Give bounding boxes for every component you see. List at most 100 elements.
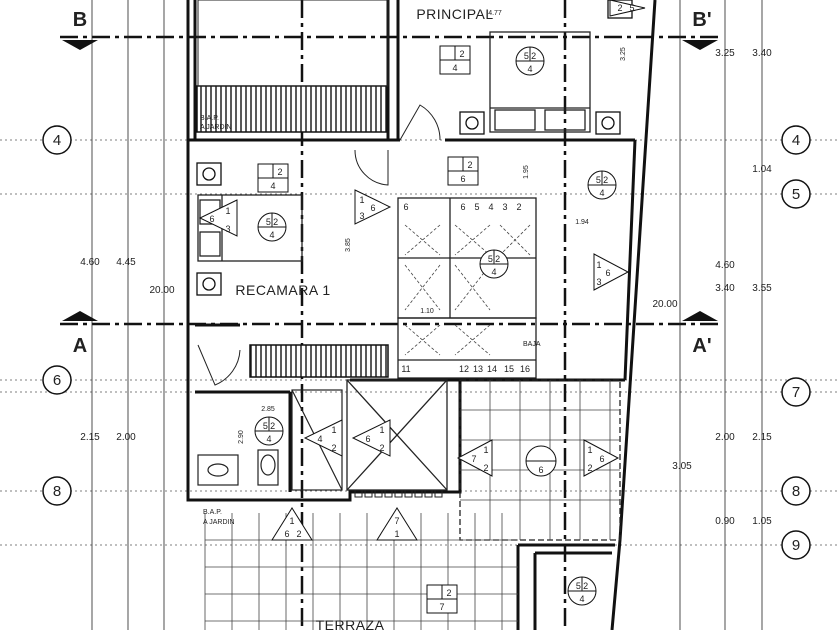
triangle-tag-code: 2: [587, 463, 592, 473]
section-arrows: [62, 40, 718, 321]
dim-right-inner-4: 2.00: [715, 432, 735, 443]
interior-walls: [346, 197, 621, 541]
bap-top-sub: A JARDIN: [200, 124, 232, 131]
triangle-tag-code: 3: [225, 224, 230, 234]
circle-tags: [254, 46, 617, 606]
stair-step: 15: [504, 364, 514, 374]
triangle-tag-code: 7: [471, 454, 476, 464]
closet-recamara: [249, 344, 389, 378]
circle-tag-code: 4: [491, 267, 496, 277]
dim-right-inner-5: 3.05: [672, 461, 692, 472]
dim-right-outer-3: 3.55: [752, 283, 772, 294]
circle-tag-code: 4: [527, 64, 532, 74]
dim-right-outer-5: 1.05: [752, 516, 772, 527]
grid-label-8-right: 8: [792, 483, 800, 500]
section-mark-a: A: [73, 335, 87, 357]
triangle-tag-code: 2: [483, 463, 488, 473]
window-blocks: [354, 489, 443, 498]
drain-tag-code: 6: [538, 465, 543, 475]
dim-interior-6: 1.10: [420, 308, 434, 315]
dim-interior-1: 4.77: [488, 10, 502, 17]
circle-tag-code: 4: [599, 188, 604, 198]
stair-step: 6: [403, 202, 408, 212]
stair-treads: [404, 224, 531, 356]
triangle-tag-code: 1: [225, 206, 230, 216]
dim-total-right: 20.00: [652, 299, 677, 310]
triangle-tag-code: 6: [605, 268, 610, 278]
finish-tags: [257, 45, 479, 614]
finish-tag-code: 2: [467, 160, 472, 170]
triangle-tags: [198, 0, 646, 541]
stair-step: 13: [473, 364, 483, 374]
triangle-tag-code: 2: [617, 3, 622, 13]
triangle-tag-code: 3: [596, 277, 601, 287]
triangle-tag-code: 6: [370, 203, 375, 213]
finish-tag-code: 7: [439, 602, 444, 612]
grid-label-6-left: 6: [53, 372, 61, 389]
room-label-principal: PRINCIPAL: [416, 6, 493, 22]
dim-right-outer-1: 3.40: [752, 48, 772, 59]
triangle-tag-code: 6: [284, 529, 289, 539]
dim-interior-5: 3.85: [345, 238, 352, 252]
circle-tag-code: 5|2: [596, 175, 608, 185]
stair-step: 2: [516, 202, 521, 212]
grid-label-5-right: 5: [792, 186, 800, 203]
dim-total-left: 20.00: [149, 285, 174, 296]
door-swings: [197, 104, 441, 386]
dim-right-inner-3: 4.60: [715, 260, 735, 271]
triangle-tag-code: 5: [629, 3, 634, 13]
dim-right-inner-1: 3.25: [715, 48, 735, 59]
circle-tag-code: 5|2: [576, 581, 588, 591]
circle-tag-code: 5|2: [266, 217, 278, 227]
stair-step: 4: [488, 202, 493, 212]
dim-right-inner-2: 1.04: [752, 164, 772, 175]
dim-left-outer-2: 2.15: [80, 432, 100, 443]
dimension-lines: [91, 0, 763, 630]
dim-interior-3: 1.95: [523, 165, 530, 179]
circle-tag-code: 4: [266, 434, 271, 444]
triangle-tag-code: 1: [359, 195, 364, 205]
finish-tag-code: 4: [270, 181, 275, 191]
finish-tag-code: 2: [459, 49, 464, 59]
triangle-tag-code: 6: [209, 214, 214, 224]
dim-right-outer-4: 2.15: [752, 432, 772, 443]
dim-left-inner-1: 4.45: [116, 257, 136, 268]
dim-interior-2: 3.25: [620, 47, 627, 61]
triangle-tag-code: 1: [483, 445, 488, 455]
finish-tag-code: 2: [277, 167, 282, 177]
grid-label-9-right: 9: [792, 537, 800, 554]
finish-tag-code: 2: [446, 588, 451, 598]
triangle-tag-code: 1: [394, 529, 399, 539]
bed-principal: [489, 31, 591, 133]
grid-label-4-right: 4: [792, 132, 800, 149]
stair-step: 3: [502, 202, 507, 212]
nightstands: [196, 0, 633, 296]
triangle-tag-code: 2: [379, 443, 384, 453]
triangle-tag-code: 6: [365, 434, 370, 444]
section-mark-a-prime: A': [692, 335, 711, 357]
triangle-tag-code: 4: [317, 434, 322, 444]
dim-left-inner-2: 2.00: [116, 432, 136, 443]
stair-step: 14: [487, 364, 497, 374]
grid-label-7-right: 7: [792, 384, 800, 401]
dim-interior-8: 2.90: [238, 430, 245, 444]
stair-step: 6: [460, 202, 465, 212]
circle-tag-code: 4: [269, 230, 274, 240]
stair-step: 5: [474, 202, 479, 212]
triangle-tag-code: 1: [596, 260, 601, 270]
finish-tag-code: 4: [452, 63, 457, 73]
triangle-tag-code: 1: [289, 516, 294, 526]
circle-tag-code: 5|2: [488, 254, 500, 264]
grid-label-8-left: 8: [53, 483, 61, 500]
dim-right-outer-2: 3.40: [715, 283, 735, 294]
bap-bottom-label: B.A.P.: [203, 509, 222, 516]
room-label-terraza: TERRAZA: [316, 617, 385, 630]
section-mark-b: B: [73, 9, 87, 31]
triangle-tag-code: 1: [379, 425, 384, 435]
triangle-tag-code: 6: [599, 454, 604, 464]
stair-step: 11: [401, 364, 410, 374]
room-label-recamara-1: RECAMARA 1: [235, 282, 330, 298]
stair-step: 12: [459, 364, 469, 374]
triangle-tag-code: 3: [359, 211, 364, 221]
grid-bubbles-left: [42, 125, 72, 506]
